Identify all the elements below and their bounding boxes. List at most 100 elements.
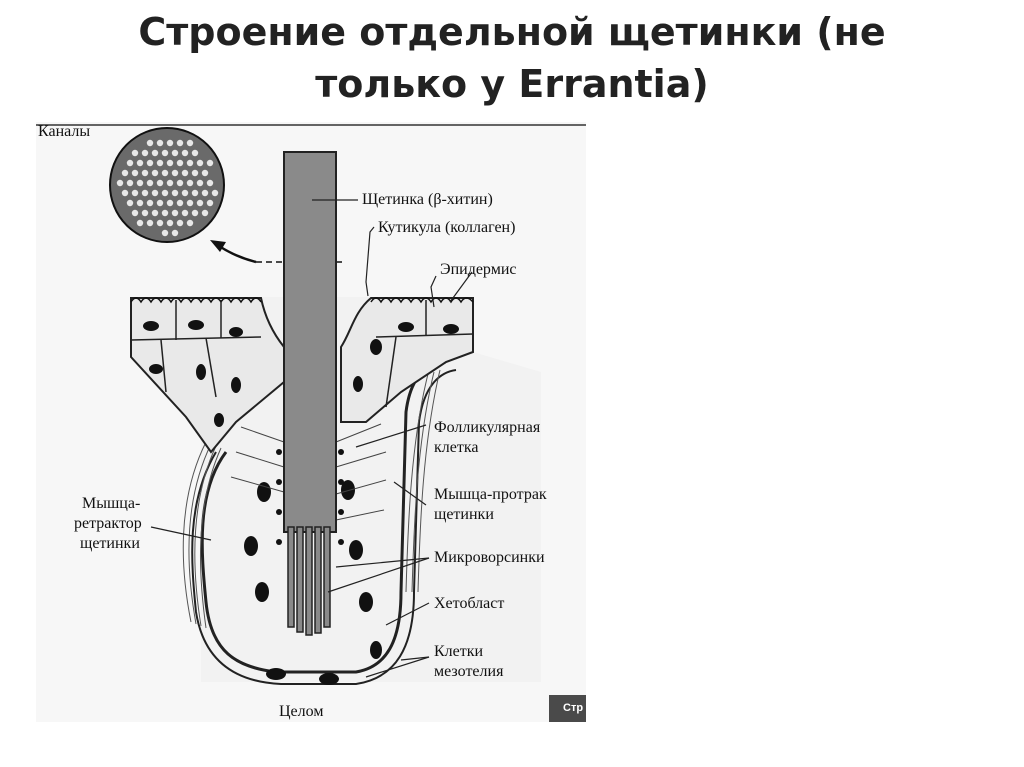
canal-dot <box>156 199 164 207</box>
canal-dot <box>156 219 164 227</box>
canal-dot <box>176 179 184 187</box>
canal-dot <box>181 149 189 157</box>
corner-stub: Стр <box>549 695 586 722</box>
label-epidermis: Эпидермис <box>440 261 517 278</box>
canal-dot <box>161 169 169 177</box>
canal-dot <box>126 179 134 187</box>
canal-dot <box>151 169 159 177</box>
label-mesothelium-line1: Клетки <box>434 643 484 660</box>
canal-dot <box>156 159 164 167</box>
canal-dot <box>171 209 179 217</box>
label-canals: Каналы <box>38 123 91 140</box>
label-retractor-line1: Мышца- <box>82 495 141 512</box>
label-retractor-line2: ретрактор <box>74 515 142 532</box>
canal-dot <box>206 159 214 167</box>
label-chaetoblast: Хетобласт <box>434 595 505 612</box>
canal-dot <box>186 179 194 187</box>
title-line-2: только у Errantia) <box>315 62 709 106</box>
canal-dot <box>141 209 149 217</box>
canal-dot <box>151 189 159 197</box>
chaeta-shaft <box>283 151 337 533</box>
canal-dot <box>141 149 149 157</box>
canal-dot <box>171 169 179 177</box>
canal-dot <box>136 179 144 187</box>
canal-dot <box>186 159 194 167</box>
canal-dot <box>201 209 209 217</box>
label-follicular-cell-line2: клетка <box>434 439 479 456</box>
canal-dot <box>196 159 204 167</box>
label-chaeta: Щетинка (β-хитин) <box>362 191 493 208</box>
label-protractor-line1: Мышца-протрак <box>434 486 547 503</box>
canals-cross-section <box>109 127 225 243</box>
title-line-1: Строение отдельной щетинки (не <box>138 10 886 54</box>
canal-dot <box>156 179 164 187</box>
canal-dot <box>166 159 174 167</box>
canal-dot <box>166 139 174 147</box>
canal-dot <box>181 209 189 217</box>
microvilli-bundle <box>287 526 331 636</box>
canal-dot <box>186 219 194 227</box>
canal-dot <box>171 189 179 197</box>
canal-dot <box>191 189 199 197</box>
canal-dot <box>176 159 184 167</box>
slide-title: Строение отдельной щетинки (не только у … <box>0 6 1024 110</box>
label-retractor-line3: щетинки <box>80 535 140 552</box>
canal-dot <box>161 209 169 217</box>
canal-dot <box>161 149 169 157</box>
canal-dot <box>141 169 149 177</box>
canal-dot <box>166 199 174 207</box>
canal-dot <box>126 159 134 167</box>
canal-dot <box>196 179 204 187</box>
canal-dot <box>136 159 144 167</box>
canal-dot <box>191 169 199 177</box>
canal-dot <box>191 209 199 217</box>
canal-dot <box>131 169 139 177</box>
canal-dot <box>161 189 169 197</box>
canal-dot <box>131 209 139 217</box>
canal-dot <box>146 159 154 167</box>
canal-dot <box>171 149 179 157</box>
canal-dot <box>131 149 139 157</box>
label-cuticle: Кутикула (коллаген) <box>378 219 516 236</box>
canal-dot <box>176 199 184 207</box>
chaeta-diagram: Каналы Щетинка (β-хитин) Кутикула (колла… <box>36 122 586 722</box>
canal-dot <box>156 139 164 147</box>
canal-dot <box>146 139 154 147</box>
label-microvilli: Микроворсинки <box>434 549 545 566</box>
canal-dot <box>116 179 124 187</box>
canal-dot <box>166 219 174 227</box>
chaeta-drawing <box>36 124 586 685</box>
canal-dot <box>196 199 204 207</box>
label-protractor-line2: щетинки <box>434 506 494 523</box>
canal-dot <box>206 179 214 187</box>
canal-dot <box>131 189 139 197</box>
canal-dot <box>151 149 159 157</box>
canal-dot <box>181 169 189 177</box>
canal-dot <box>176 139 184 147</box>
canal-dot <box>166 179 174 187</box>
canal-dot <box>136 219 144 227</box>
canal-dot <box>126 199 134 207</box>
canal-dot <box>201 189 209 197</box>
label-coelom: Целом <box>279 703 324 720</box>
canal-dot <box>146 219 154 227</box>
label-follicular-cell-line1: Фолликулярная <box>434 419 541 436</box>
canal-dot <box>146 179 154 187</box>
canal-dot <box>146 199 154 207</box>
canal-dot <box>186 139 194 147</box>
canal-dot <box>136 199 144 207</box>
canal-dot <box>141 189 149 197</box>
canal-dot <box>191 149 199 157</box>
canal-dot <box>171 229 179 237</box>
canal-dot <box>161 229 169 237</box>
canal-dot <box>121 189 129 197</box>
canal-dot <box>151 209 159 217</box>
canal-dot <box>176 219 184 227</box>
canal-dot <box>186 199 194 207</box>
canal-dot <box>206 199 214 207</box>
canal-dot <box>211 189 219 197</box>
canal-dot <box>201 169 209 177</box>
canal-dot <box>181 189 189 197</box>
canal-dot <box>121 169 129 177</box>
label-mesothelium-line2: мезотелия <box>434 663 504 680</box>
